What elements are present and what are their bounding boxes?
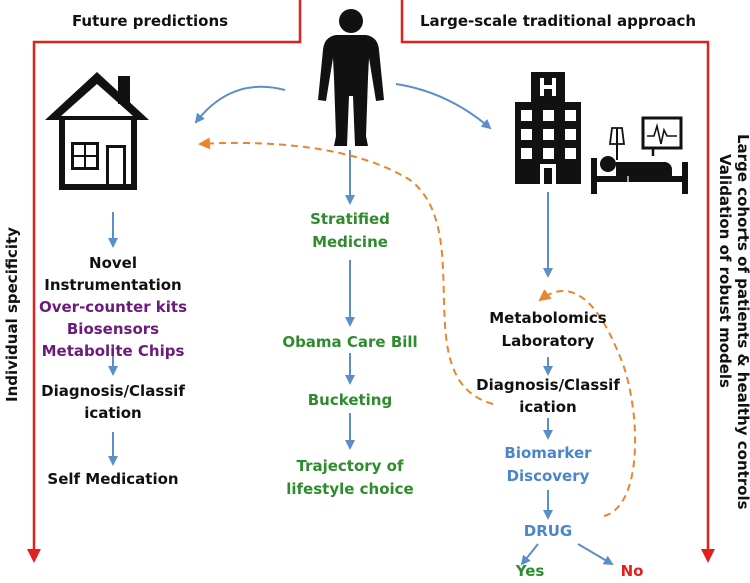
- middle-bucketing: Bucketing: [307, 391, 393, 409]
- right-red-frame: [400, 0, 715, 563]
- left-biosensors: Biosensors: [66, 320, 160, 338]
- middle-trajectory-line2: lifestyle choice: [286, 480, 414, 498]
- side-label-validation: Validation of robust models: [716, 154, 734, 388]
- right-drug: DRUG: [523, 522, 573, 540]
- side-label-individual-specificity: Individual specificity: [3, 227, 21, 402]
- hospital-icon: [515, 72, 581, 184]
- middle-stratified: Stratified: [310, 210, 390, 228]
- left-instrumentation: Instrumentation: [44, 276, 182, 294]
- right-diagnosis-line2: ication: [519, 398, 577, 416]
- header-future-predictions: Future predictions: [71, 12, 229, 30]
- arrow-person-to-hospital: [395, 83, 492, 130]
- middle-trajectory-line1: Trajectory of: [296, 457, 404, 475]
- right-column-arrows: [520, 192, 614, 566]
- right-yes: Yes: [515, 562, 545, 580]
- side-label-large-cohorts: Large cohorts of patients & healthy cont…: [734, 134, 750, 510]
- right-laboratory: Laboratory: [501, 332, 595, 350]
- right-metabolomics: Metabolomics: [489, 309, 607, 327]
- left-novel: Novel: [89, 254, 137, 272]
- middle-medicine: Medicine: [312, 233, 388, 251]
- left-diagnosis-line1: Diagnosis/Classif: [41, 382, 185, 400]
- arrow-person-to-home: [194, 85, 286, 124]
- left-over-counter-kits: Over-counter kits: [38, 298, 188, 316]
- right-no: No: [620, 562, 644, 580]
- house-icon: [45, 72, 149, 190]
- left-diagnosis-line2: ication: [84, 404, 142, 422]
- right-discovery: Discovery: [506, 467, 590, 485]
- right-biomarker: Biomarker: [504, 444, 592, 462]
- dashed-feedback-loop: [538, 289, 637, 517]
- left-self-medication: Self Medication: [47, 470, 179, 488]
- right-diagnosis-line1: Diagnosis/Classif: [476, 376, 620, 394]
- left-red-frame: [27, 0, 302, 563]
- hospital-bed-icon: [591, 116, 688, 194]
- header-large-scale-approach: Large-scale traditional approach: [420, 12, 697, 30]
- middle-obama-care-bill: Obama Care Bill: [282, 333, 418, 351]
- left-metabolite-chips: Metabolite Chips: [41, 342, 185, 360]
- human-figure-icon: [318, 9, 384, 146]
- dashed-feedback-to-home: [198, 137, 494, 405]
